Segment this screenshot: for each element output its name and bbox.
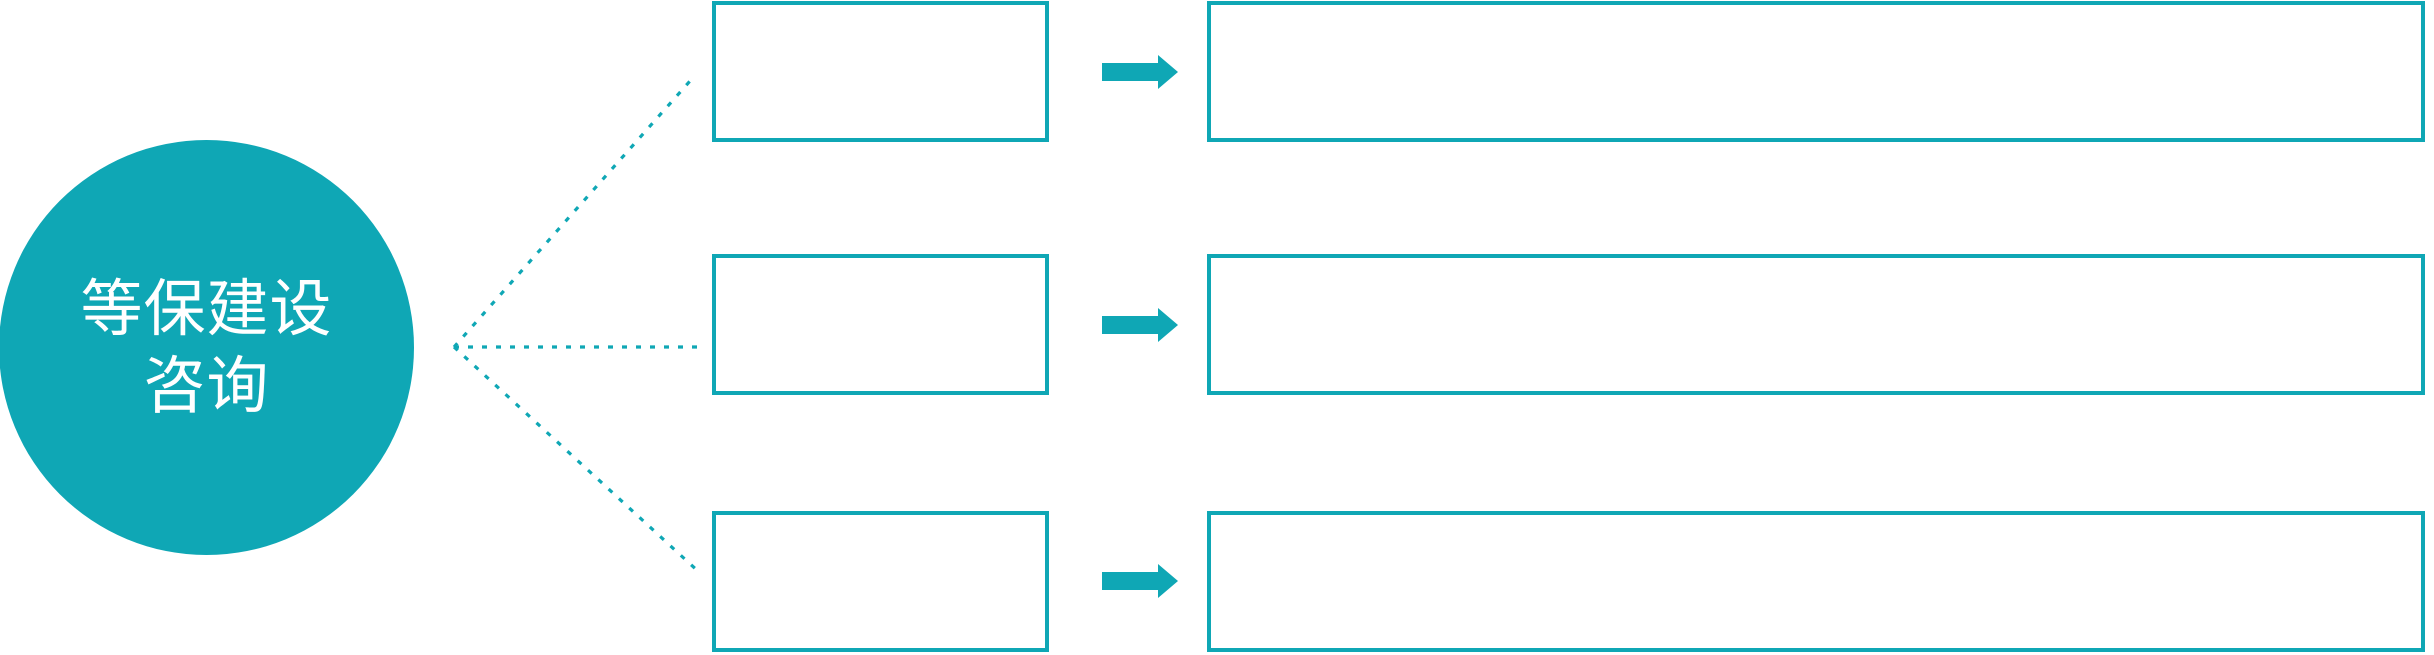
hub-label-line2: 咨询 [143,351,270,421]
step-box-3 [712,511,1049,652]
connector-line-top [452,79,692,349]
hub-label-line1: 等保建设 [80,274,333,344]
arrow-right-icon [1102,308,1178,342]
detail-box-3 [1207,511,2425,652]
detail-box-2 [1207,254,2425,395]
arrow-right-icon [1102,564,1178,598]
arrow-right-icon [1102,55,1178,89]
hub-circle: 等保建设 咨询 [0,140,414,555]
step-box-2 [712,254,1049,395]
detail-box-1 [1207,1,2425,142]
step-box-1 [712,1,1049,142]
connector-line-bottom [452,345,702,575]
